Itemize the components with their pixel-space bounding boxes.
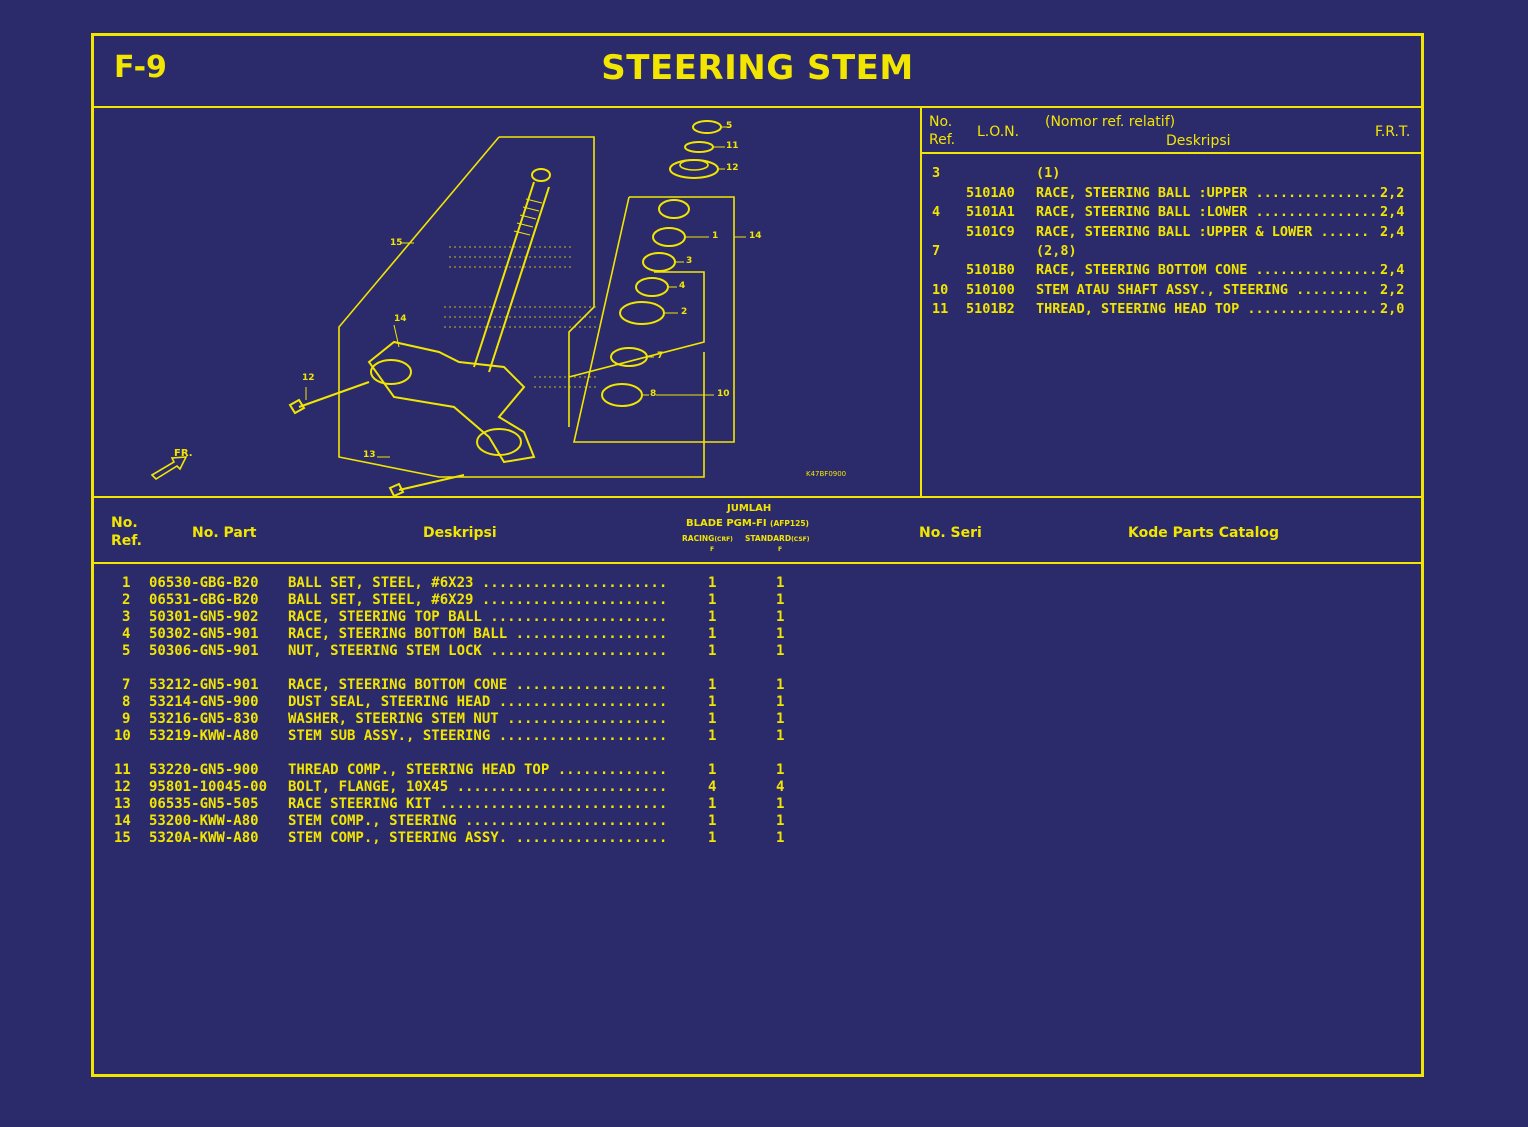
parts-no-header: No. — [111, 515, 138, 531]
callout-label: 5 — [726, 121, 733, 131]
parts-ref-header: Ref. — [111, 533, 142, 549]
lon-nomor-header: (Nomor ref. relatif) — [1045, 114, 1176, 130]
callout-label: 12 — [302, 373, 315, 383]
callout-label: 14 — [394, 314, 407, 324]
callout-label: 2 — [681, 307, 688, 317]
header-divider — [94, 106, 1421, 108]
callout-label: 4 — [679, 281, 686, 291]
lon-ref-header: Ref. — [929, 132, 956, 148]
standard-header: STANDARD(CSF) — [745, 534, 810, 543]
callout-label: 14 — [749, 231, 762, 241]
catalog-page-frame: F-9 STEERING STEM — [91, 33, 1424, 1077]
callout-label: 10 — [717, 389, 730, 399]
parts-kode-header: Kode Parts Catalog — [1128, 525, 1280, 541]
parts-part-header: No. Part — [192, 525, 257, 541]
callout-label: 13 — [363, 450, 376, 460]
lon-header-divider — [922, 152, 1421, 154]
callout-label: 12 — [726, 163, 739, 173]
diagram-lon-divider — [920, 107, 922, 497]
diagram-code: K47BF0900 — [806, 470, 847, 478]
front-direction-label: FR. — [174, 448, 193, 459]
figure-code: F-9 — [114, 50, 167, 85]
racing-sub-header: F — [710, 546, 715, 553]
lon-lon-header: L.O.N. — [977, 124, 1020, 140]
lon-no-header: No. — [929, 114, 953, 130]
parts-deskripsi-header: Deskripsi — [423, 525, 497, 541]
parts-header-divider — [94, 562, 1421, 564]
callout-label: 1 — [712, 231, 719, 241]
exploded-parts-diagram — [150, 120, 746, 497]
parts-seri-header: No. Seri — [919, 525, 982, 541]
callout-label: 7 — [657, 351, 664, 361]
standard-sub-header: F — [778, 546, 783, 553]
callout-label: 8 — [650, 389, 657, 399]
callout-label: 15 — [390, 238, 403, 248]
section-divider — [94, 496, 1421, 498]
lon-deskripsi-header: Deskripsi — [1166, 133, 1231, 149]
model-header: BLADE PGM-FI (AFP125) — [686, 518, 809, 529]
racing-header: RACING(CRF) — [682, 534, 733, 543]
page-title: STEERING STEM — [601, 48, 914, 88]
lon-frt-header: F.R.T. — [1375, 124, 1411, 140]
callout-label: 3 — [686, 256, 693, 266]
callout-label: 11 — [726, 141, 739, 151]
jumlah-header: JUMLAH — [727, 503, 772, 514]
